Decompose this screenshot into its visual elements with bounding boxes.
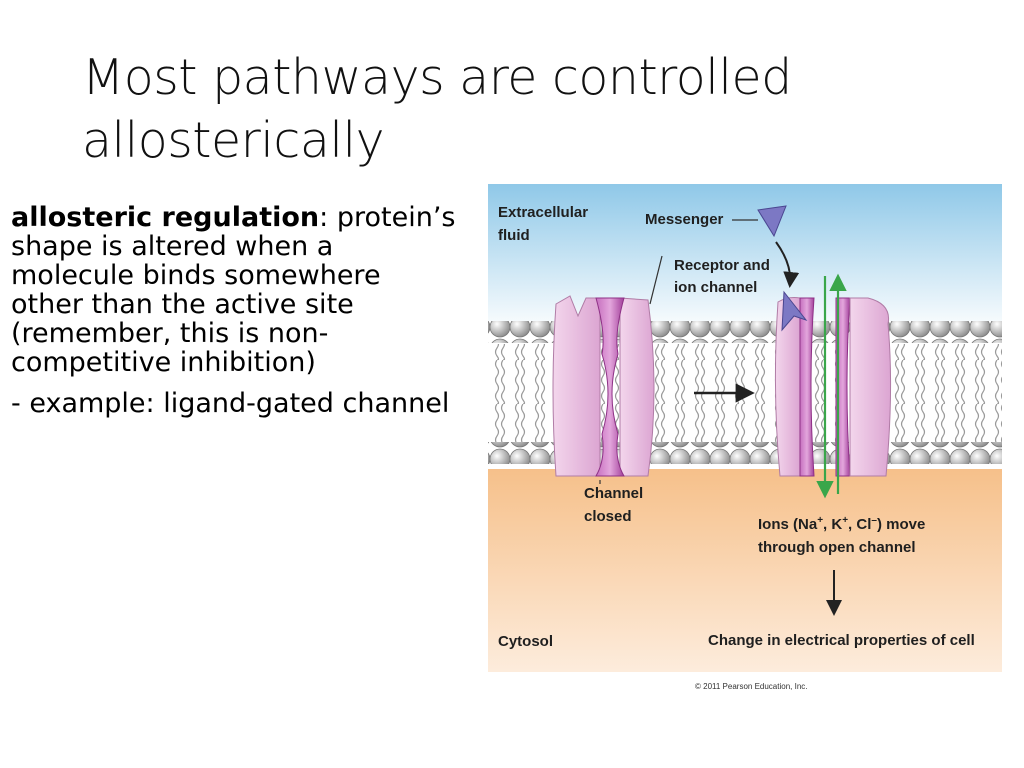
cytosol-region [488,469,1002,672]
label-messenger: Messenger [645,211,724,228]
label-receptor-2: ion channel [674,279,757,296]
label-extracellular-1: Extracellular [498,204,588,221]
definition-paragraph: allosteric regulation: protein’s shape i… [11,203,461,377]
copyright-notice: © 2011 Pearson Education, Inc. [695,682,808,691]
label-change: Change in electrical properties of cell [708,632,975,649]
messenger-curved-arrow [775,241,800,288]
ligand-gated-channel-figure: Extracellular fluid Messenger Receptor a… [488,184,1002,672]
label-ions-line-2: through open channel [758,539,916,556]
open-channel [774,297,892,477]
figure-svg: Extracellular fluid Messenger Receptor a… [488,184,1002,672]
label-channel-closed-1: Channel [584,485,643,502]
example-paragraph: - example: ligand-gated channel [11,388,450,419]
body-text: allosteric regulation: protein’s shape i… [11,203,461,430]
term-colon: : [319,202,329,233]
definition: protein’s shape is altered when a molecu… [11,202,456,378]
closed-channel [552,295,655,477]
term: allosteric regulation [11,202,320,233]
messenger-molecule [757,205,787,238]
receptor-leader [649,255,663,305]
label-receptor-1: Receptor and [674,257,770,274]
label-extracellular-2: fluid [498,227,530,244]
slide-title: Most pathways are controlled allosterica… [82,49,792,169]
label-channel-closed-2: closed [584,508,632,525]
label-ions-line-1: Ions (Na+, K+, Cl–) move [758,515,925,533]
label-cytosol: Cytosol [498,633,553,650]
bound-messenger-molecule [781,290,808,332]
